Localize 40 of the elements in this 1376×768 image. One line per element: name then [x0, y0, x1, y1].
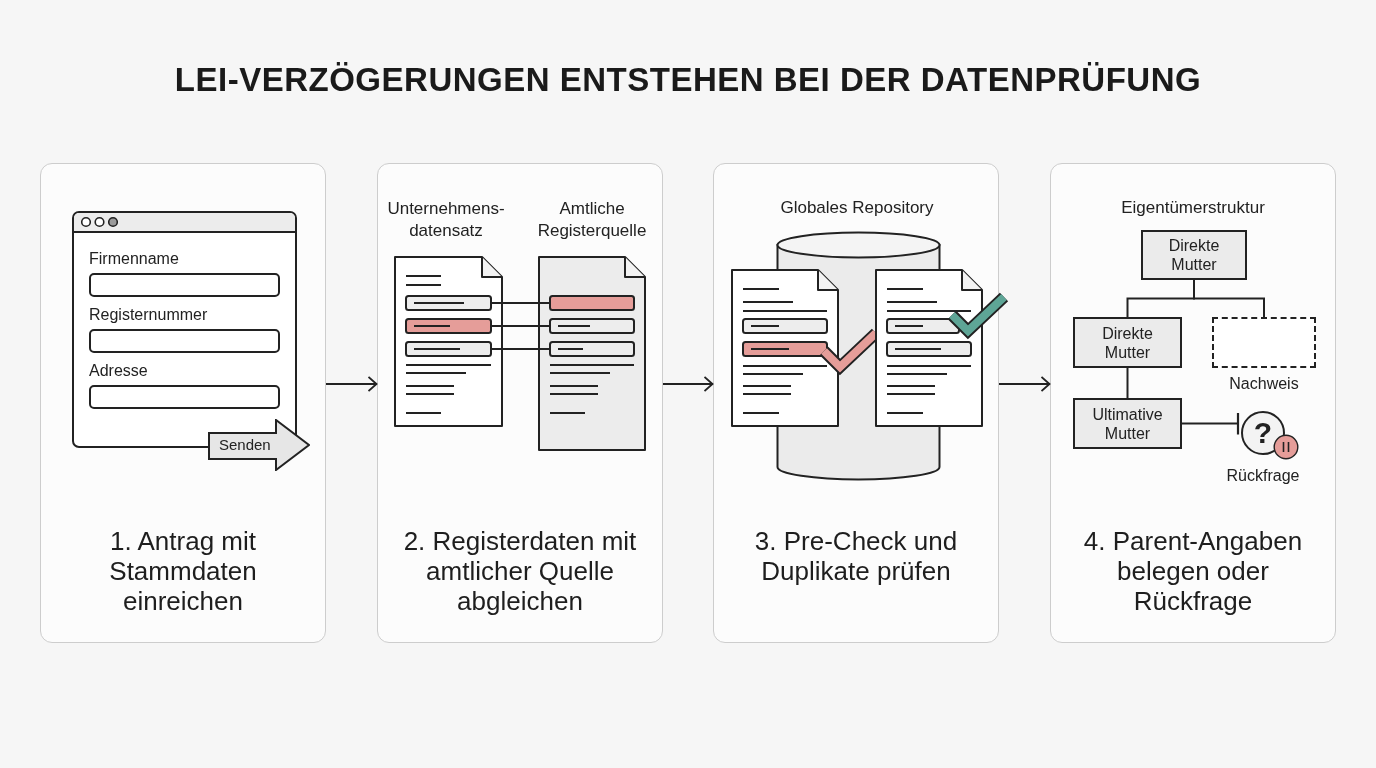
document-illustration: [394, 256, 503, 427]
step-caption: 2. Registerdaten mit amtlicher Quelle abgleichen: [402, 526, 638, 616]
step-card: [1050, 163, 1336, 643]
section-heading: Eigentümerstruktur: [1121, 197, 1265, 219]
connector-line: [1193, 279, 1265, 318]
entity-label: Direkte Mutter: [1167, 236, 1221, 274]
placeholder-box: [1212, 317, 1316, 368]
field-label: Registernummer: [89, 305, 208, 325]
evidence-caption: Nachweis: [1228, 374, 1300, 394]
form-window: [72, 211, 297, 448]
diagram-title: LEI-VERZÖGERUNGEN ENTSTEHEN BEI DER DATENPRÜFUNG: [174, 60, 1202, 100]
step-caption: 3. Pre-Check und Duplikate prüfen: [753, 526, 959, 586]
entity-box: [1073, 317, 1182, 368]
connector-line: [502, 348, 539, 350]
send-arrow: [208, 419, 310, 471]
document-caption: Unternehmens- datensatz: [386, 198, 506, 242]
document-illustration: [538, 256, 646, 451]
arrow: [325, 376, 378, 392]
field-label: Firmenname: [89, 249, 179, 269]
connector-line: [1126, 367, 1129, 399]
step-caption: 4. Parent-Angaben belegen oder Rückfrage: [1082, 526, 1304, 616]
step-card: [40, 163, 326, 643]
entity-box: [1141, 230, 1247, 280]
bar-ended-line: [1181, 411, 1240, 436]
query-caption: Rückfrage: [1225, 466, 1301, 486]
arrow-label: Senden: [219, 436, 271, 454]
question-mark: ?: [1253, 417, 1273, 449]
connector-line: [502, 325, 539, 327]
entity-label: Direkte Mutter: [1101, 323, 1154, 362]
query-circle: [1241, 411, 1285, 455]
connector-line: [502, 302, 539, 304]
repository-caption: Globales Repository: [779, 197, 935, 219]
arrow: [998, 376, 1051, 392]
step-card: [377, 163, 663, 643]
document-caption: Amtliche Registerquelle: [536, 198, 648, 242]
field-label: Adresse: [89, 361, 148, 381]
step-caption: 1. Antrag mit Stammdaten einreichen: [108, 526, 258, 616]
entity-box: [1073, 398, 1182, 449]
entity-label: Ultimative Mutter: [1091, 404, 1164, 443]
arrow: [662, 376, 714, 392]
